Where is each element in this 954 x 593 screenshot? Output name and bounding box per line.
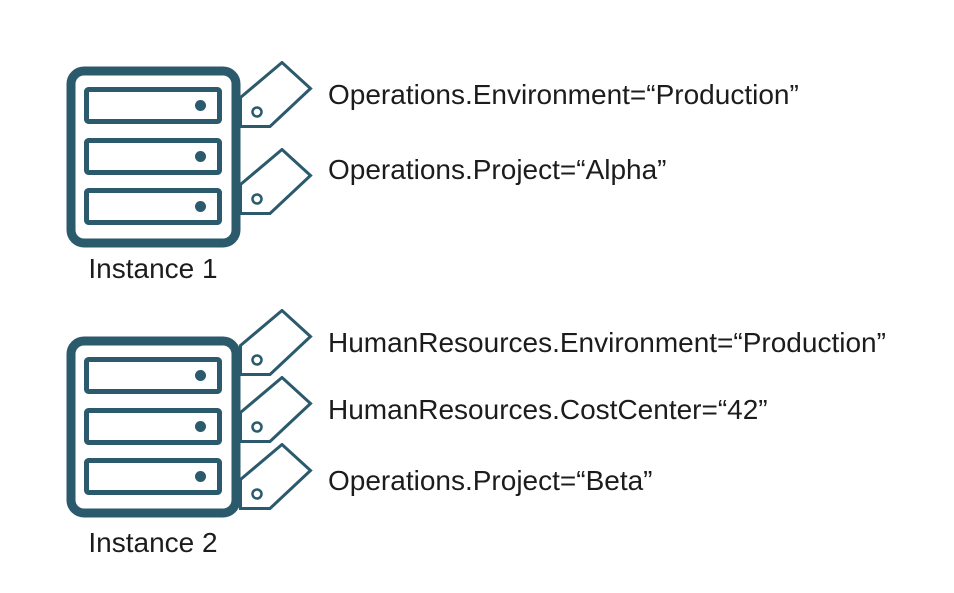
tag-icon [239,309,313,376]
tag-icon [239,443,313,510]
tag-hole [251,421,263,433]
server-bay [84,188,222,225]
tag-label: HumanResources.CostCenter=“42” [328,394,768,425]
tag-shape [239,148,313,215]
tag-icon [239,148,313,215]
bay-led [195,100,206,111]
tag-label: Operations.Project=“Alpha” [328,154,667,185]
tag-shape [239,309,313,376]
tag-icon [239,61,313,128]
bay-led [195,370,206,381]
tag-label: Operations.Project=“Beta” [328,465,653,496]
server-icon [66,66,241,248]
tag-hole [251,193,263,205]
bay-led [195,151,206,162]
tag-hole [251,106,263,118]
tag-shape [239,443,313,510]
instance-label: Instance 2 [88,527,218,558]
bay-led [195,201,206,212]
server-bay [84,408,222,445]
server-bay [84,138,222,175]
server-bay [84,357,222,394]
tag-shape [239,61,313,128]
tag-shape [239,376,313,443]
tag-label: HumanResources.Environment=“Production” [328,327,886,358]
server-bay [84,458,222,495]
instance-label: Instance 1 [88,253,218,284]
tag-hole [251,354,263,366]
server-icon [66,336,241,518]
bay-led [195,421,206,432]
tag-icon [239,376,313,443]
tag-label: Operations.Environment=“Production” [328,79,799,110]
bay-led [195,471,206,482]
server-bay [84,87,222,124]
tag-hole [251,488,263,500]
